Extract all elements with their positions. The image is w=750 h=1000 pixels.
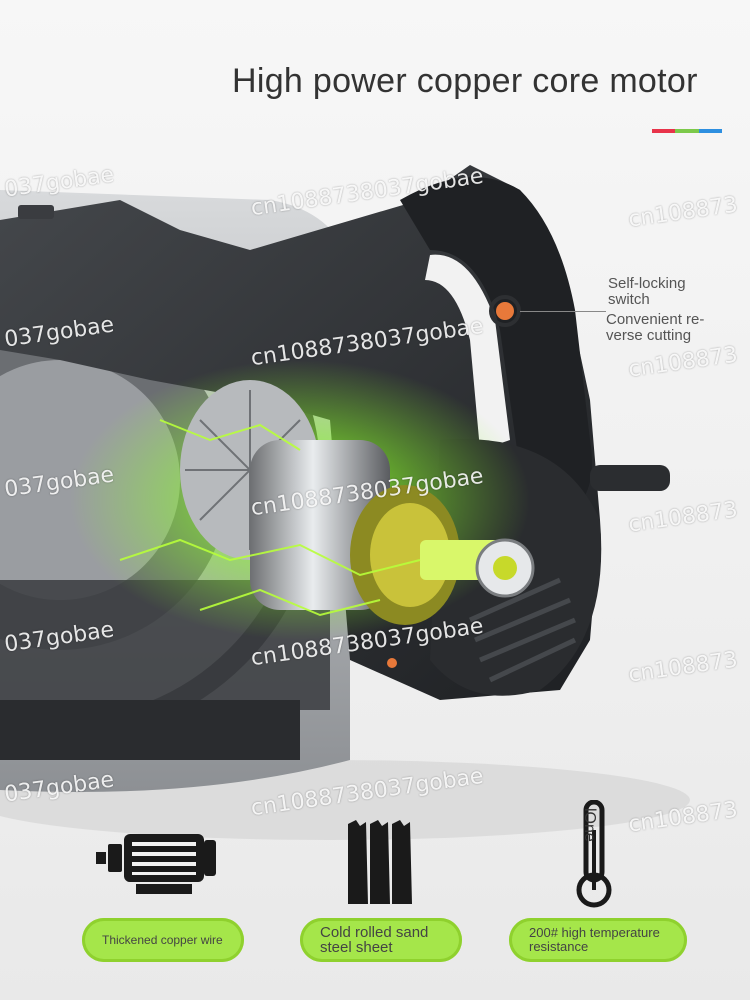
self-locking-switch-label: Self-locking switch [608, 275, 686, 308]
thermometer-scale-text: lOne [581, 808, 598, 842]
steel-sheets-icon [348, 820, 412, 904]
feature-pill-temperature: 200# high temperature resistance [509, 918, 687, 962]
page-title: High power copper core motor [232, 62, 698, 100]
accent-bar [652, 129, 722, 133]
feature-pill-steel-sheet: Cold rolled sand steel sheet [300, 918, 462, 962]
feature-label: 200# high temperature resistance [529, 925, 660, 954]
motor-icon [96, 834, 216, 894]
reverse-cutting-label: Convenient re-verse cutting [606, 311, 705, 344]
feature-label: Cold rolled sand steel sheet [320, 924, 429, 956]
switch-callout-line [520, 311, 606, 312]
feature-pill-copper-wire: Thickened copper wire [82, 918, 244, 962]
thermometer-icon [576, 800, 612, 908]
feature-label: Thickened copper wire [102, 933, 223, 947]
saw-motor-image [0, 165, 690, 840]
